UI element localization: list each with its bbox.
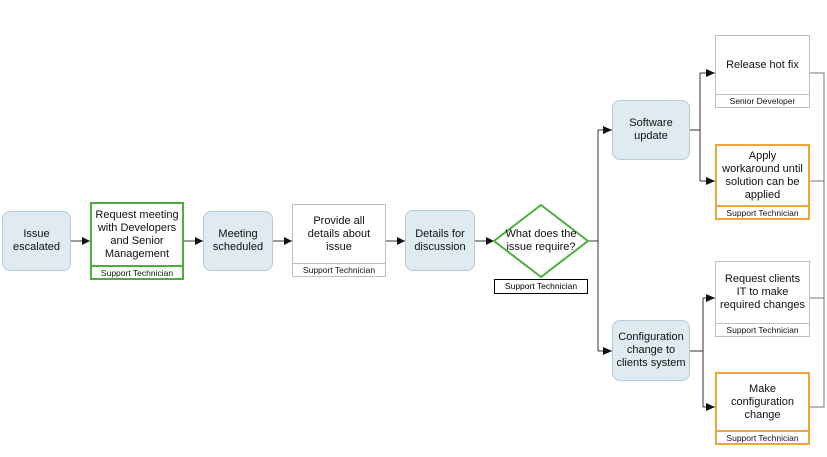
meeting-scheduled-label: Meeting scheduled (212, 228, 264, 253)
request-clients-it-role: Support Technician (716, 323, 809, 336)
edge-right-merge (810, 72, 825, 408)
provide-details-task[interactable]: Provide all details about issue Support … (292, 204, 386, 277)
arrowhead-request-it (706, 294, 715, 302)
release-hotfix-role: Senior Developer (716, 94, 809, 107)
provide-details-label: Provide all details about issue (307, 214, 371, 253)
request-meeting-role: Support Technician (92, 265, 182, 278)
edge-config-branches (690, 297, 715, 408)
apply-workaround-task[interactable]: Apply workaround until solution can be a… (715, 144, 810, 220)
issue-escalated-label: Issue escalated (12, 228, 61, 253)
apply-workaround-role: Support Technician (717, 205, 808, 218)
arrowhead-config (603, 347, 612, 355)
gateway-label: What does the issue require? (505, 228, 577, 253)
edge-gateway-branches (588, 129, 612, 352)
config-change-event[interactable]: Configuration change to clients system (612, 320, 690, 381)
software-update-label: Software update (629, 117, 673, 142)
software-update-event[interactable]: Software update (612, 100, 690, 160)
apply-workaround-label: Apply workaround until solution can be a… (722, 149, 803, 201)
arrowhead-hotfix (706, 69, 715, 77)
make-config-change-task[interactable]: Make configuration change Support Techni… (715, 372, 810, 445)
make-config-change-label: Make configuration change (731, 382, 794, 421)
gateway-role: Support Technician (494, 279, 588, 294)
decision-gateway (492, 203, 590, 279)
provide-details-role: Support Technician (293, 263, 385, 276)
request-meeting-label: Request meeting with Developers and Seni… (95, 208, 179, 260)
issue-escalated-event[interactable]: Issue escalated (2, 211, 71, 271)
edge-software-branches (690, 72, 715, 182)
request-clients-it-task[interactable]: Request clients IT to make required chan… (715, 261, 810, 337)
request-clients-it-label: Request clients IT to make required chan… (719, 273, 805, 311)
arrowhead-make-config (706, 403, 715, 411)
request-meeting-task[interactable]: Request meeting with Developers and Seni… (90, 202, 184, 280)
arrowhead-software (603, 126, 612, 134)
make-config-change-role: Support Technician (717, 430, 808, 443)
details-discussion-label: Details for discussion (414, 227, 466, 253)
release-hotfix-label: Release hot fix (726, 58, 799, 71)
details-discussion-event[interactable]: Details for discussion (405, 210, 475, 271)
config-change-label: Configuration change to clients system (616, 331, 686, 369)
arrowhead-workaround (706, 177, 715, 185)
release-hotfix-task[interactable]: Release hot fix Senior Developer (715, 35, 810, 108)
meeting-scheduled-event[interactable]: Meeting scheduled (203, 211, 273, 271)
